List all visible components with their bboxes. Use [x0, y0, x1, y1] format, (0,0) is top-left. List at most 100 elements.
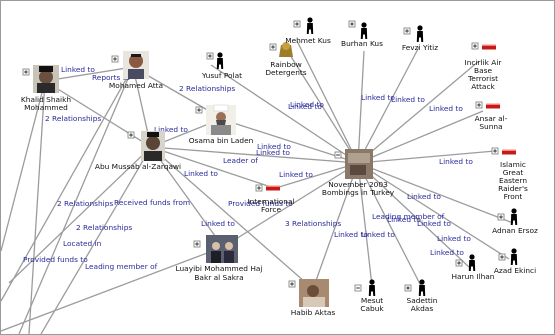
edge[interactable] — [150, 146, 224, 248]
edges — [1, 40, 514, 334]
expand-icon[interactable] — [206, 52, 214, 60]
expand-icon[interactable] — [255, 184, 263, 192]
event-photo-icon — [345, 149, 373, 179]
expand-icon[interactable] — [455, 259, 463, 267]
expand-icon[interactable] — [471, 42, 479, 50]
edge[interactable] — [284, 46, 359, 164]
edge[interactable] — [210, 64, 359, 164]
node-mesut-cabuk[interactable]: Mesut Cabuk — [354, 279, 384, 313]
edge[interactable] — [357, 162, 510, 260]
node-incirlik-air-base-attack[interactable]: Incirlik Air Base Terrorist Attack — [465, 42, 503, 91]
edge[interactable] — [357, 162, 373, 287]
person-photo-icon — [123, 51, 149, 79]
edge-label: Leading member of — [85, 262, 158, 271]
node-label: Mehmet Kus — [285, 36, 331, 45]
node-label: Sadettin — [407, 296, 438, 305]
edge[interactable] — [357, 46, 420, 164]
edge[interactable] — [357, 60, 480, 164]
node-label: Mesut — [361, 296, 383, 305]
node-luayibi-mohammed-haj-bakr-al-sakra[interactable]: Luayibi Mohammed Haj Bakr al Sakra — [176, 235, 263, 282]
node-label: Front — [504, 192, 523, 201]
edge-labels: Linked to Reports to 2 Relationships 2 R… — [23, 65, 473, 271]
node-ansar-al-sunna[interactable]: Ansar al- Sunna — [475, 101, 508, 131]
edge[interactable] — [357, 162, 514, 224]
node-november-2003-bombings-in-turkey[interactable]: November 2003 Bombings in Turkey — [322, 149, 395, 197]
expand-icon[interactable] — [404, 284, 412, 292]
expand-icon[interactable] — [127, 131, 135, 139]
node-label: Abu Mussab al-Zarqawi — [95, 162, 181, 171]
event-icon — [482, 44, 496, 50]
edge[interactable] — [28, 80, 46, 334]
node-yusuf-polat[interactable]: Yusuf Polat — [201, 52, 242, 80]
person-icon — [510, 208, 518, 225]
person-icon — [216, 52, 224, 69]
node-label: International — [247, 197, 294, 206]
expand-icon[interactable] — [475, 101, 483, 109]
node-fevzi-yitiz[interactable]: Fevzi Yitiz — [402, 25, 438, 52]
node-islamic-great-eastern-raiders-front[interactable]: Islamic Great Eastern Raider's Front — [491, 147, 528, 201]
group-icon — [502, 149, 516, 155]
node-mehmet-kus[interactable]: Mehmet Kus — [285, 17, 331, 45]
node-abu-mussab-al-zarqawi[interactable]: Abu Mussab al-Zarqawi — [95, 131, 181, 171]
expand-icon[interactable] — [269, 43, 277, 51]
node-rainbow-detergents[interactable]: Rainbow Detergents — [265, 42, 307, 77]
edge[interactable] — [8, 146, 152, 284]
expand-icon[interactable] — [22, 68, 30, 76]
expand-icon[interactable] — [111, 55, 119, 63]
node-label: Azad Ekinci — [494, 266, 536, 275]
edge[interactable] — [278, 162, 359, 188]
node-harun-ilhan[interactable]: Harun Ilhan — [452, 254, 495, 281]
edge[interactable] — [357, 110, 484, 164]
node-azad-ekinci[interactable]: Azad Ekinci — [494, 248, 536, 275]
edge[interactable] — [150, 146, 272, 188]
expand-icon[interactable] — [193, 240, 201, 248]
node-label: Yusuf Polat — [201, 71, 242, 80]
edge[interactable] — [150, 146, 359, 164]
expand-icon[interactable] — [288, 280, 296, 288]
edge-label: Linked to — [430, 248, 464, 257]
edge[interactable] — [40, 146, 152, 334]
expand-icon[interactable] — [491, 147, 499, 155]
person-icon — [416, 25, 424, 42]
node-adnan-ersoz[interactable]: Adnan Ersoz — [492, 208, 538, 235]
person-icon — [368, 279, 376, 296]
expand-icon[interactable] — [348, 20, 356, 28]
node-label: Habib Aktas — [291, 308, 336, 317]
edge[interactable] — [312, 162, 359, 290]
node-burhan-kus[interactable]: Burhan Kus — [341, 20, 383, 48]
edge[interactable] — [1, 246, 224, 332]
node-habib-aktas[interactable]: Habib Aktas — [288, 279, 336, 317]
collapse-icon[interactable] — [354, 284, 362, 292]
edge[interactable] — [296, 40, 359, 164]
edge[interactable] — [150, 146, 314, 290]
person-photo-icon — [141, 131, 165, 161]
edge[interactable] — [357, 150, 496, 164]
edge-label: Linked to — [361, 230, 395, 239]
expand-icon[interactable] — [498, 253, 506, 261]
expand-icon[interactable] — [293, 20, 301, 28]
expand-icon[interactable] — [403, 27, 411, 35]
edge[interactable] — [1, 80, 46, 252]
node-label: Khalid Shaikh — [21, 95, 71, 104]
node-label: November 2003 — [328, 180, 388, 189]
node-khalid-shaikh-mohammed[interactable]: Khalid Shaikh Mohammed — [21, 65, 71, 112]
edge[interactable] — [18, 66, 134, 334]
expand-icon[interactable] — [195, 106, 203, 114]
node-mohamed-atta[interactable]: Mohamed Atta — [109, 51, 163, 90]
expand-icon[interactable] — [497, 213, 505, 221]
edge[interactable] — [357, 162, 422, 287]
node-label: Bombings in Turkey — [322, 188, 395, 197]
edge[interactable] — [357, 50, 365, 164]
node-osama-bin-laden[interactable]: Osama bin Laden — [189, 104, 254, 145]
node-sadettin-akdas[interactable]: Sadettin Akdas — [404, 279, 438, 313]
edge[interactable] — [222, 162, 359, 248]
node-label: Eastern — [499, 176, 527, 185]
edge[interactable] — [357, 162, 470, 268]
edge[interactable] — [1, 66, 134, 302]
collapse-icon[interactable] — [334, 151, 342, 159]
edge[interactable] — [44, 66, 134, 82]
person-icon — [306, 17, 314, 34]
node-international-force[interactable]: International Force — [247, 184, 295, 214]
